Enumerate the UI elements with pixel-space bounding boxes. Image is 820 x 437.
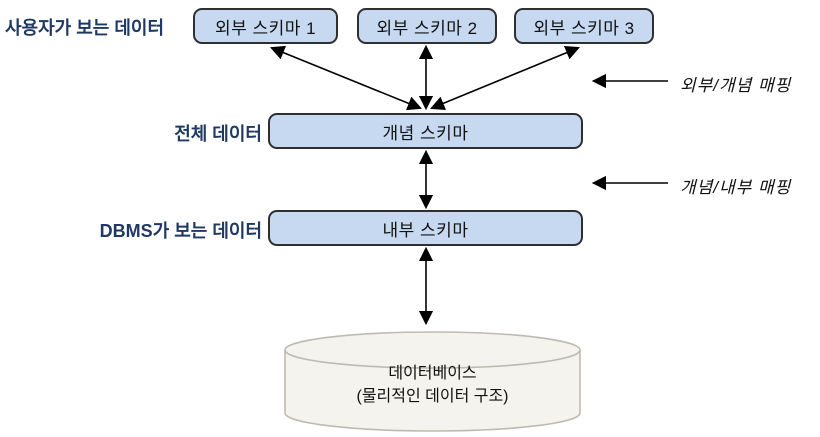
external-schema-1-box: 외부 스키마 1 <box>193 8 338 44</box>
conceptual-schema-box: 개념 스키마 <box>268 113 583 149</box>
database-subtitle: (물리적인 데이터 구조) <box>356 388 509 405</box>
external1-conceptual-arrow <box>269 45 423 111</box>
row-label-dbms-view: DBMS가 보는 데이터 <box>99 221 262 241</box>
external-schema-3-box: 외부 스키마 3 <box>514 8 654 44</box>
database-name: 데이터베이스 <box>388 365 477 382</box>
external-conceptual-mapping-label: 외부/개념 매핑 <box>680 76 792 95</box>
database-cylinder <box>284 331 581 432</box>
database-label: 데이터베이스 (물리적인 데이터 구조) <box>285 362 580 408</box>
conceptual-internal-mapping-label: 개념/내부 매핑 <box>680 178 792 197</box>
external3-conceptual-arrow <box>430 45 580 111</box>
row-label-user-view: 사용자가 보는 데이터 <box>5 18 165 38</box>
external-schema-2-box: 외부 스키마 2 <box>357 8 497 44</box>
internal-schema-box: 내부 스키마 <box>268 210 583 246</box>
row-label-all-data: 전체 데이터 <box>174 124 262 144</box>
